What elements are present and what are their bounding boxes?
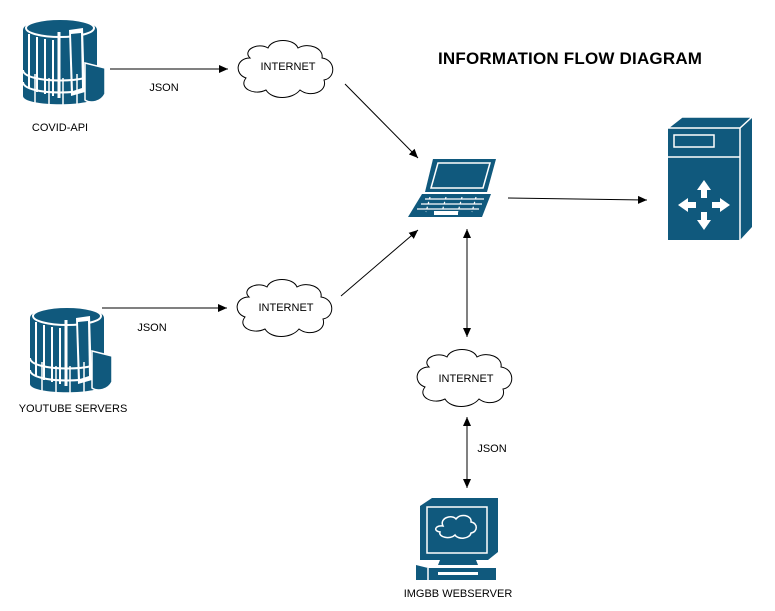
covid-api-database-icon xyxy=(21,17,105,108)
edge-laptop-to-server xyxy=(507,195,648,204)
internet-top-label: INTERNET xyxy=(260,61,316,73)
youtube-servers-label: YOUTUBE SERVERS xyxy=(18,403,128,415)
diagram-title: INFORMATION FLOW DIAGRAM xyxy=(438,49,703,68)
connectors xyxy=(102,65,648,488)
monitor-icon xyxy=(416,498,498,580)
covid-api-label: COVID-API xyxy=(31,122,89,134)
laptop-icon xyxy=(408,159,496,217)
internet-middle-label: INTERNET xyxy=(258,302,314,314)
edge-label-json-youtube: JSON xyxy=(137,322,167,334)
edge-internet-to-laptop-top xyxy=(344,83,419,159)
edge-internet-to-laptop-bottom xyxy=(340,229,419,297)
internet-bottom-label: INTERNET xyxy=(438,373,494,385)
router-server-icon xyxy=(665,116,754,240)
imgbb-webserver-label: IMGBB WEBSERVER xyxy=(403,588,513,600)
edge-label-json-covid: JSON xyxy=(149,82,179,94)
edge-label-json-imgbb: JSON xyxy=(477,443,507,455)
youtube-servers-database-icon xyxy=(28,305,112,396)
